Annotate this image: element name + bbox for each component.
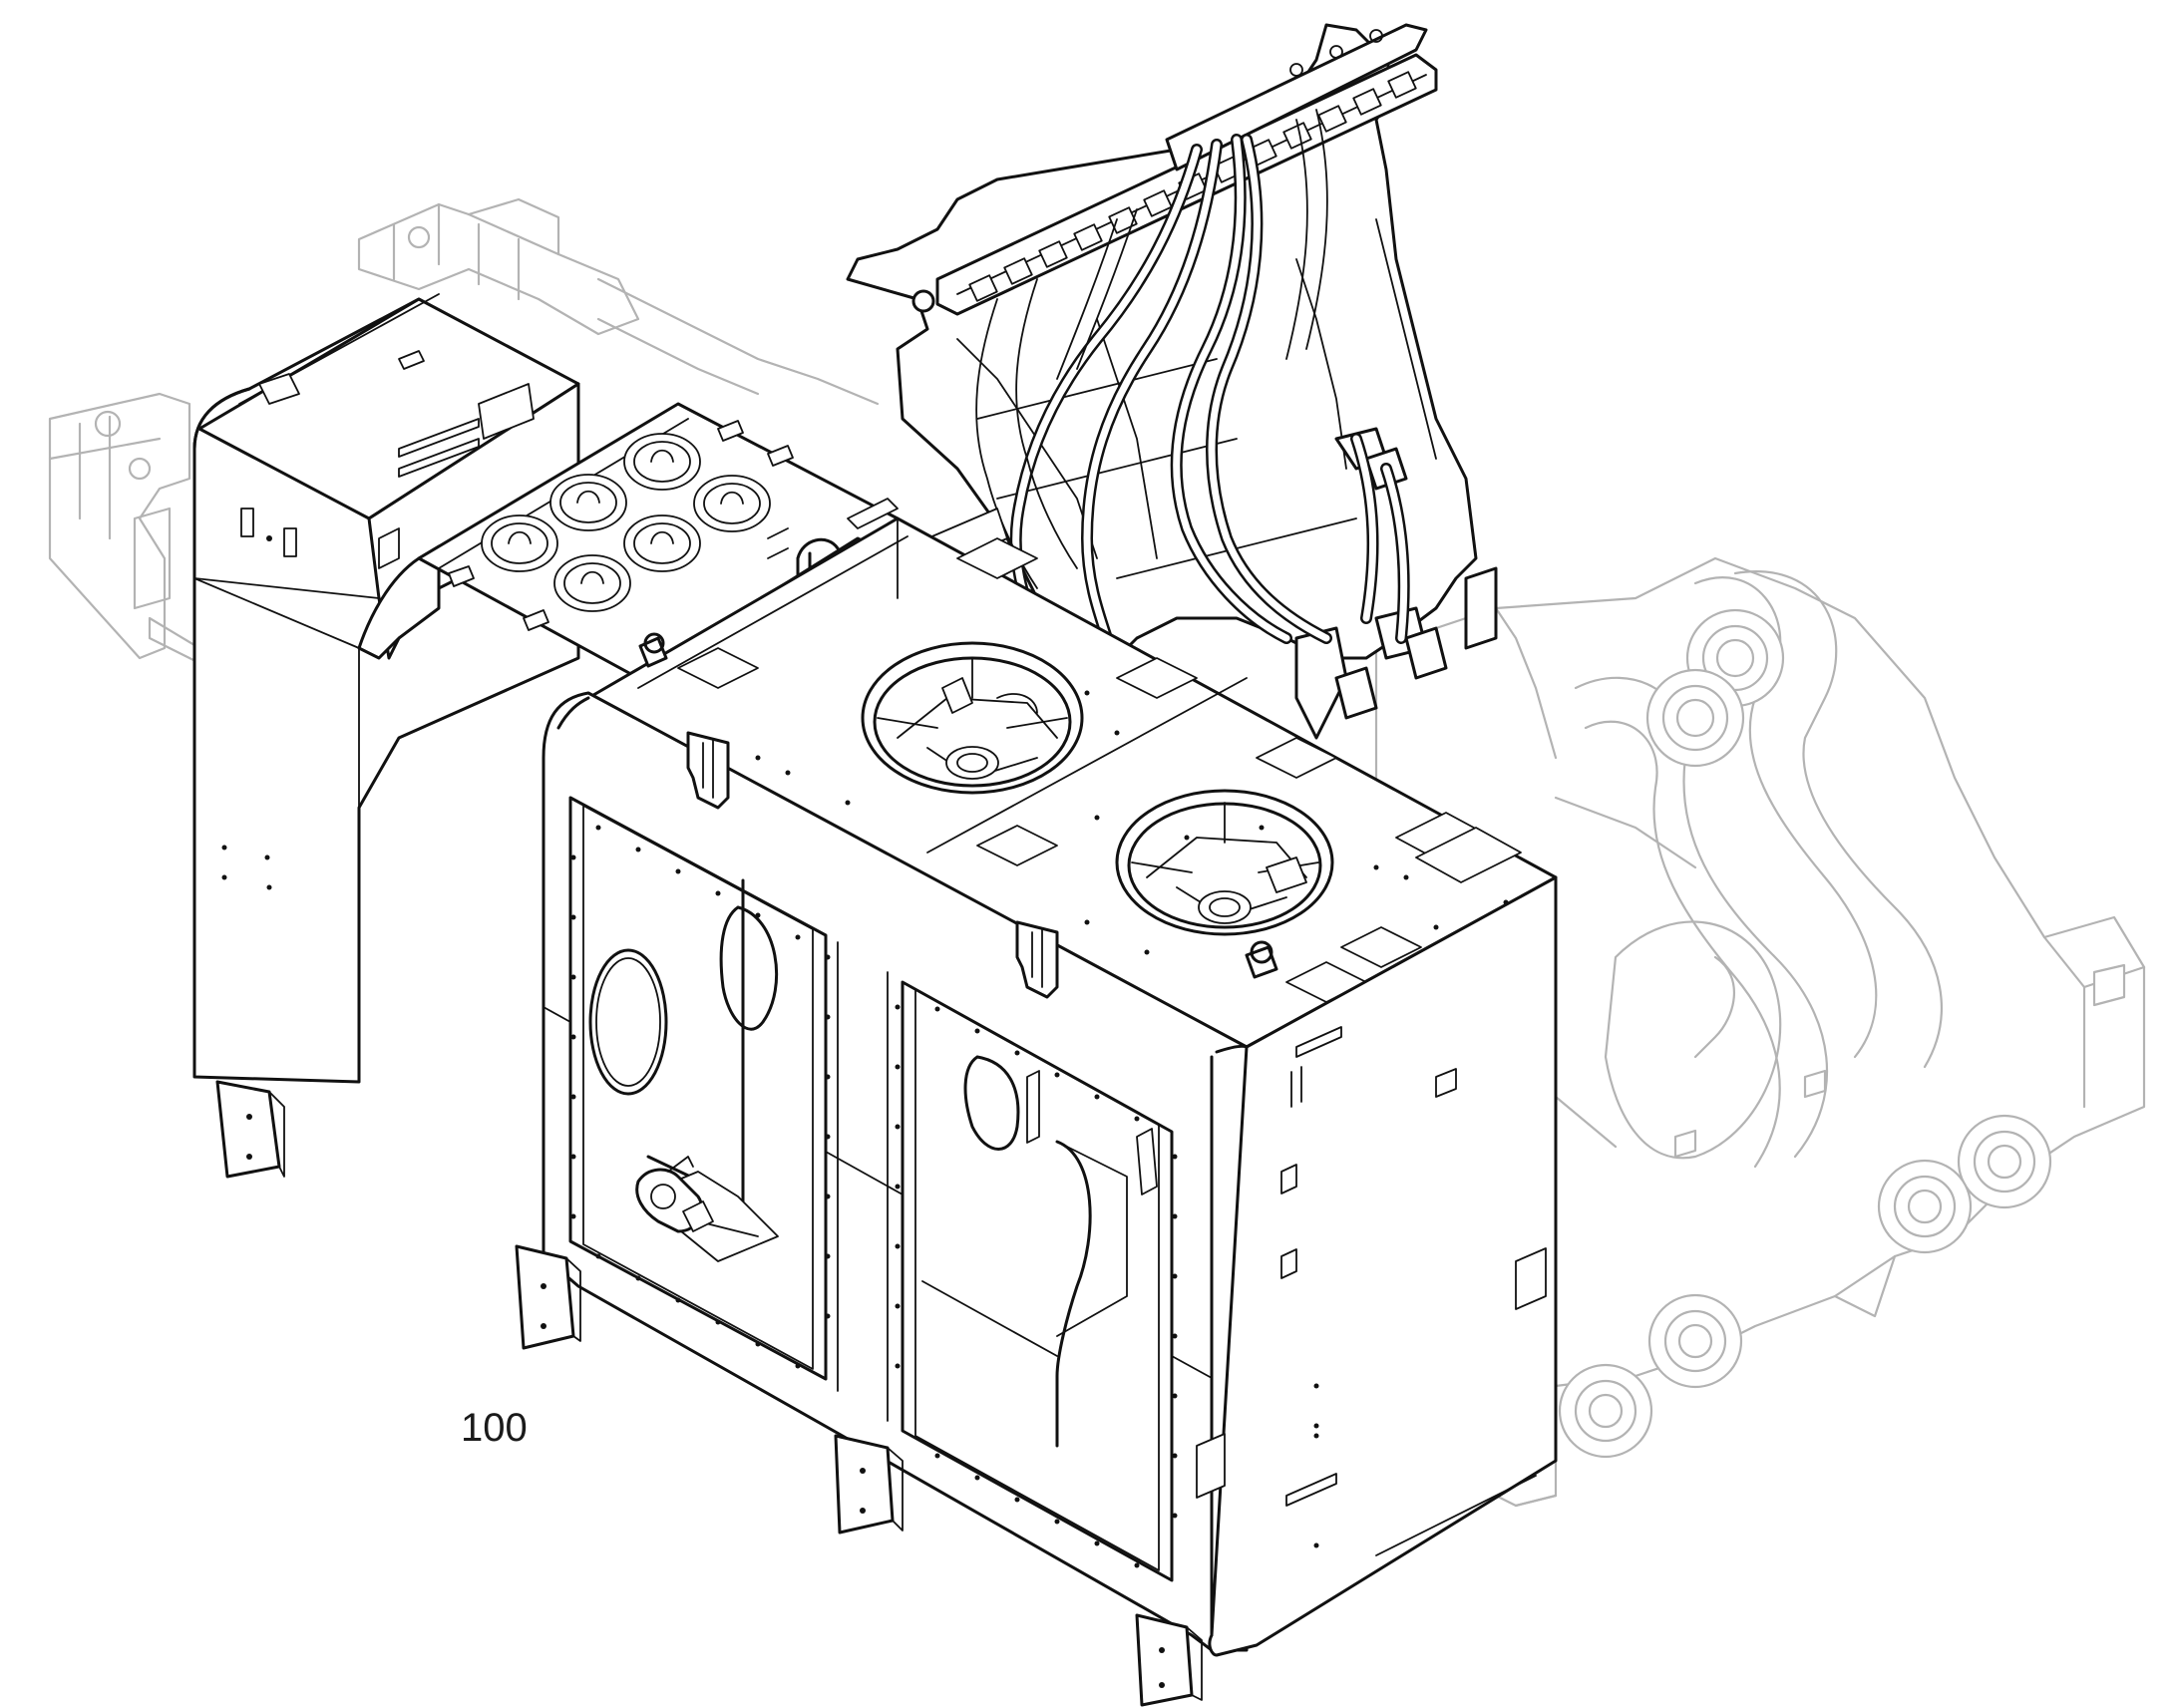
filter-cap (623, 514, 701, 572)
valve-block-row (968, 71, 1417, 302)
part-number-callout: 100 (461, 1406, 528, 1450)
pivot-boss (1957, 1114, 2052, 1209)
hydraulic-cylinder-icon (767, 527, 789, 559)
support-foot (834, 1434, 904, 1535)
fill-port (861, 641, 1084, 795)
pivot-boss (1645, 668, 1745, 768)
support-foot (515, 1244, 581, 1350)
filter-cap (481, 514, 558, 572)
fill-port (1115, 789, 1334, 936)
tank-assembly (192, 293, 1558, 1707)
hydraulic-hoses (1009, 134, 1410, 644)
lifting-eye-icon (1245, 940, 1278, 979)
support-foot (1135, 1613, 1203, 1707)
background-frame (48, 197, 2146, 1508)
hose-coupling-icon (635, 1156, 714, 1233)
fastener-dots (221, 690, 1509, 1568)
valve-bracket (846, 23, 1498, 740)
pivot-boss (1647, 1293, 1743, 1389)
access-opening (901, 980, 1174, 1582)
pivot-boss (1877, 1159, 1973, 1254)
lifting-eye-icon (638, 632, 668, 668)
filter-cap (549, 474, 627, 531)
filter-cap (553, 554, 631, 612)
filter-cap (693, 475, 771, 532)
filter-cap (623, 433, 701, 491)
support-foot (215, 1080, 285, 1179)
access-opening (568, 796, 828, 1381)
pivot-boss (1558, 1363, 1653, 1459)
